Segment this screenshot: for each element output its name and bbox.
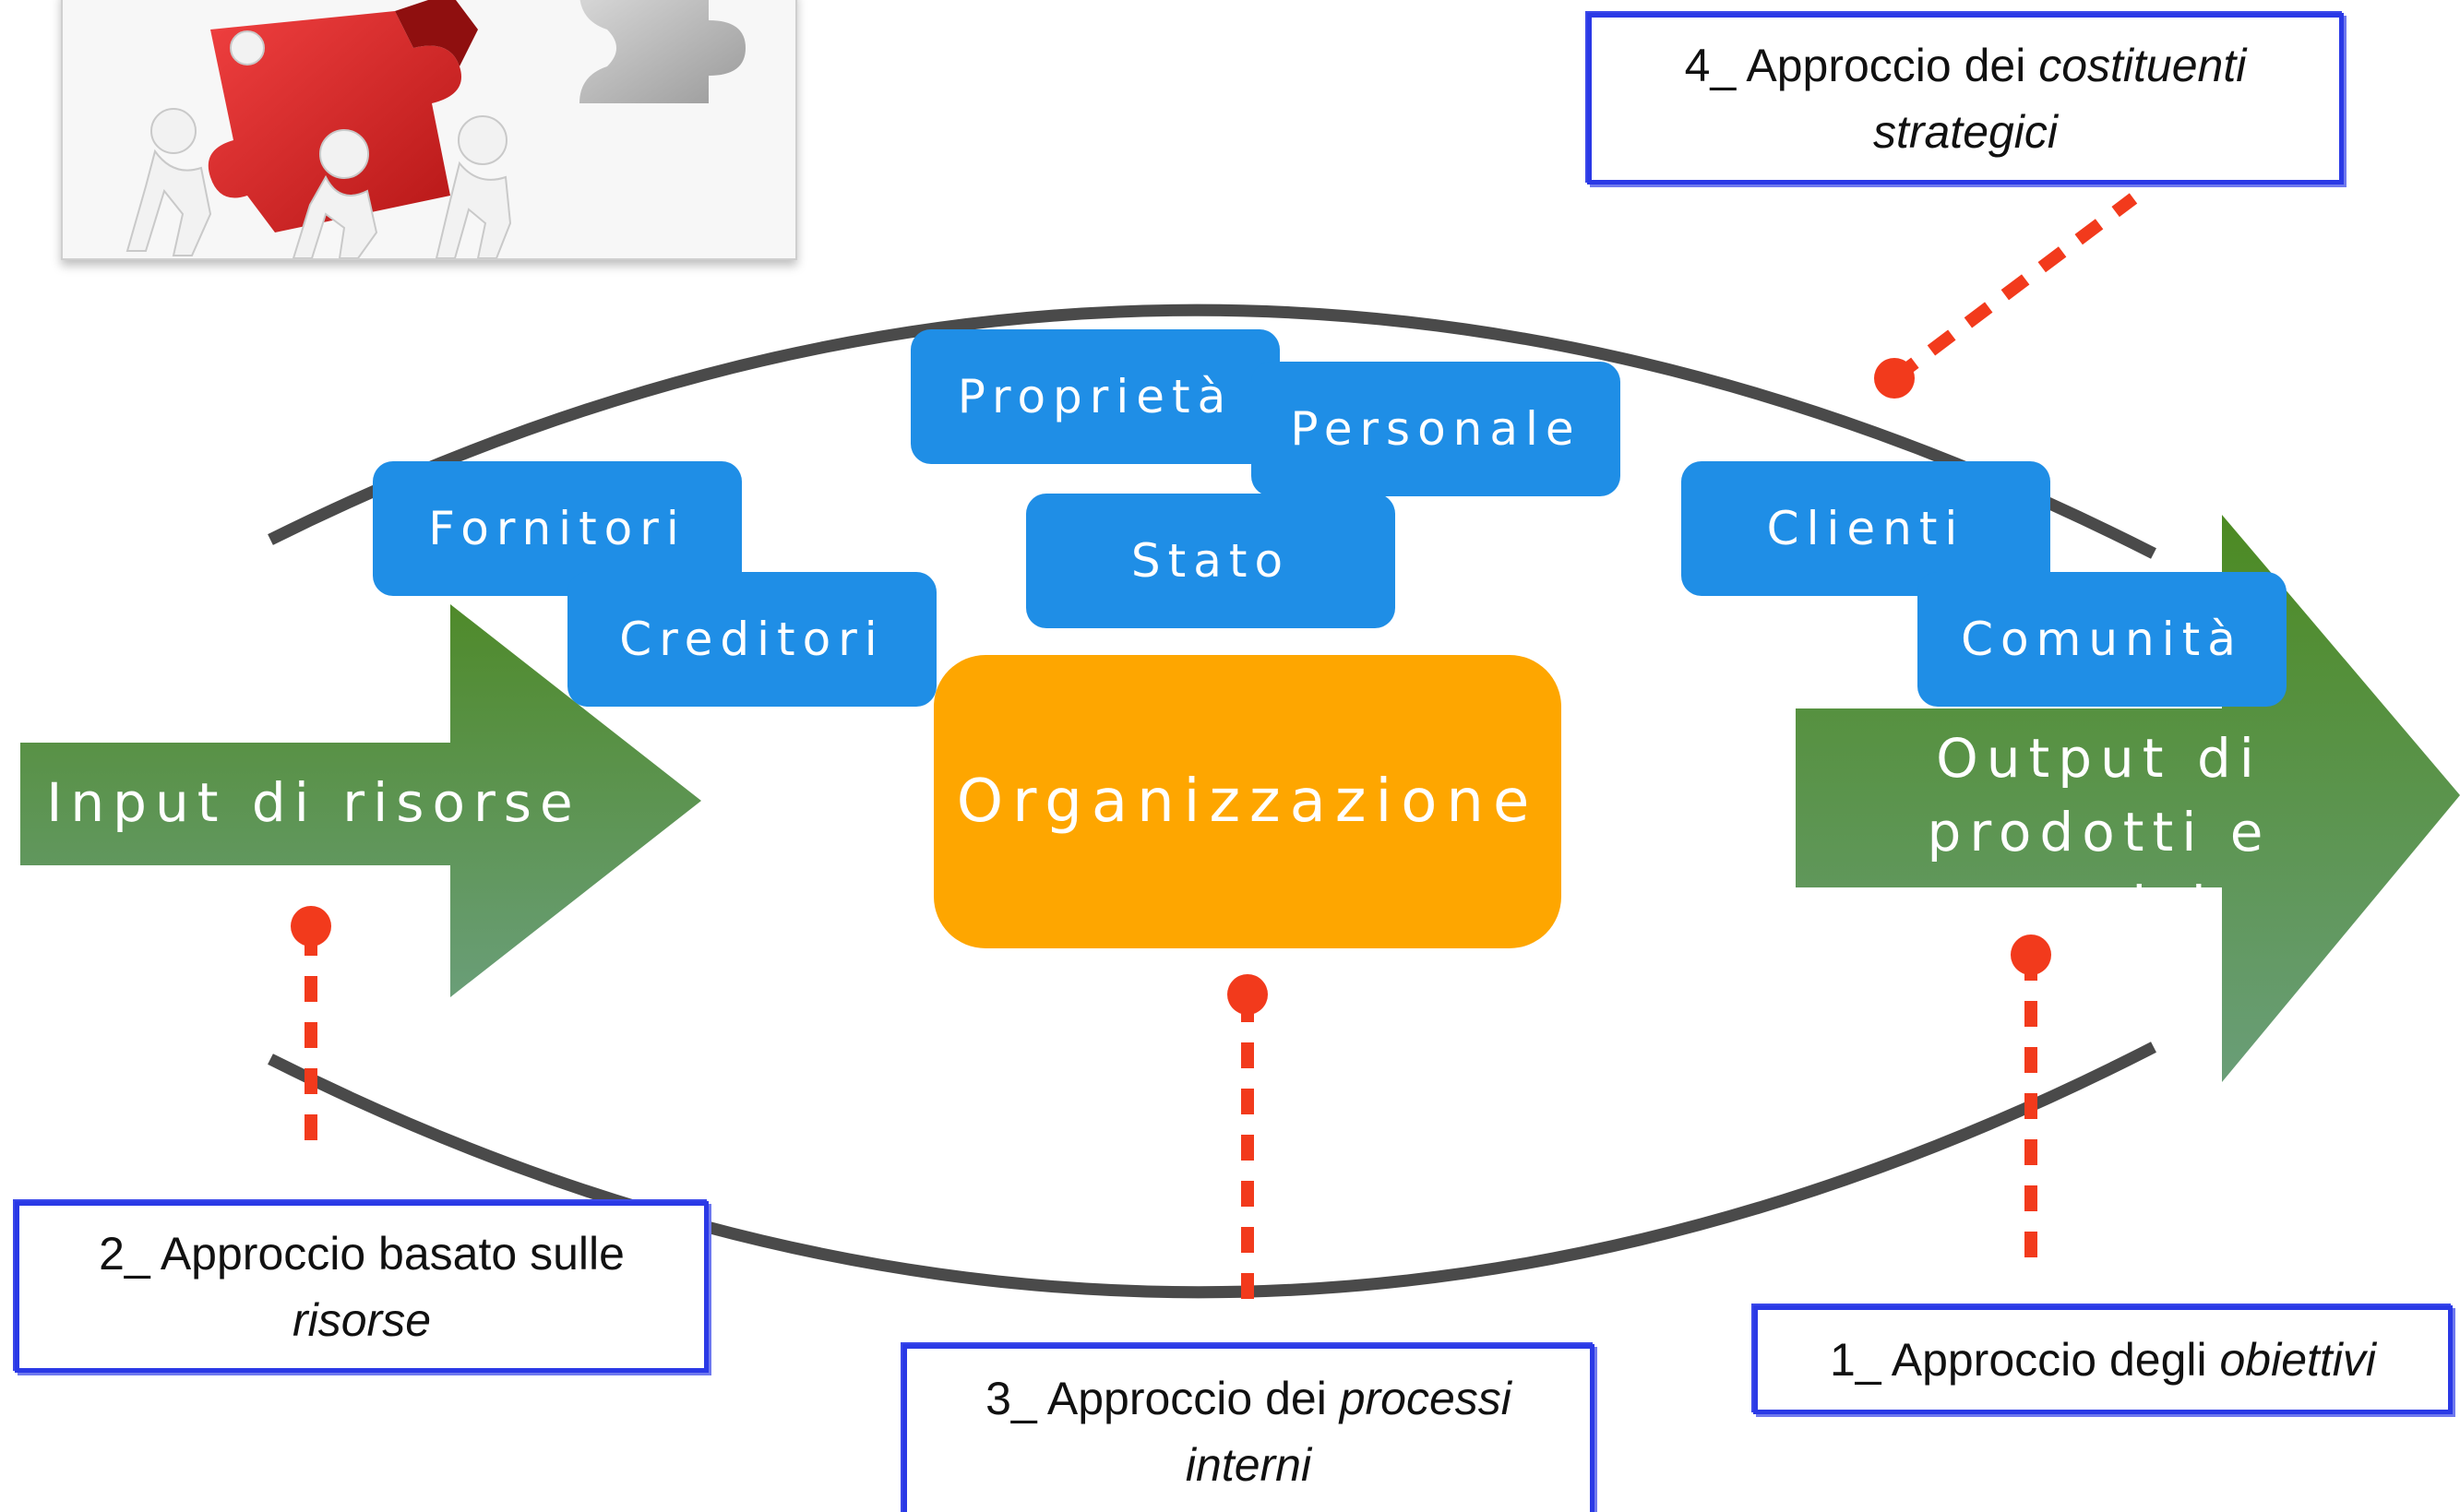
stakeholder-comunita: Comunità	[1917, 572, 2287, 707]
approach-1-emph: obiettivi	[2219, 1334, 2377, 1386]
output-arrow-line2: prodotti e servizi	[1927, 801, 2272, 937]
approach-4-emph2: strategici	[1872, 106, 2059, 158]
approach-4-line2: strategici	[1873, 99, 2058, 165]
approach-3-emph2: interni	[1185, 1439, 1312, 1491]
stakeholder-creditori: Creditori	[567, 572, 937, 707]
approach-2-line1: 2_ Approccio basato sulle	[99, 1228, 625, 1280]
approach-1-prefix: 1_ Approccio degli	[1829, 1334, 2220, 1386]
organization-label: Organizzazione	[956, 768, 1539, 836]
connector-4-dot	[1874, 358, 1915, 399]
stakeholder-stato: Stato	[1026, 494, 1395, 628]
stakeholder-comunita-label: Comunità	[1961, 613, 2243, 666]
approach-3-line2: interni	[1186, 1432, 1311, 1498]
puzzle-illustration	[61, 0, 797, 260]
connector-3-dot	[1227, 974, 1268, 1015]
connector-2-dot	[291, 906, 331, 946]
approach-3-prefix: 3_ Approccio dei	[985, 1373, 1340, 1424]
approach-3-note: 3_ Approccio dei processi interni	[902, 1344, 1594, 1512]
stakeholder-personale-label: Personale	[1290, 402, 1582, 456]
approach-4-note: 4_ Approccio dei costituenti strategici	[1587, 13, 2344, 185]
output-arrow-label: Output di prodotti e servizi	[1799, 721, 2399, 943]
input-arrow-text: Input di risorse	[46, 771, 581, 834]
approach-4-emph1: costituenti	[2038, 40, 2247, 91]
approach-3-emph1: processi	[1339, 1373, 1511, 1424]
approach-2-emph: risorse	[292, 1294, 432, 1346]
approach-3-line1: 3_ Approccio dei processi	[985, 1365, 1511, 1432]
stakeholder-proprieta-label: Proprietà	[957, 370, 1234, 423]
output-arrow-shape	[1796, 515, 2460, 1082]
approach-4-line1: 4_ Approccio dei costituenti	[1685, 32, 2247, 99]
stakeholder-stato-label: Stato	[1130, 534, 1291, 588]
approach-1-note: 1_ Approccio degli obiettivi	[1753, 1305, 2453, 1414]
connector-4	[1890, 193, 2138, 384]
stakeholder-personale: Personale	[1251, 362, 1620, 496]
approach-4-prefix: 4_ Approccio dei	[1684, 40, 2039, 91]
stakeholder-creditori-label: Creditori	[619, 613, 885, 666]
stakeholder-clienti-label: Clienti	[1766, 502, 1965, 555]
ellipse-bottom-arc	[268, 1042, 2156, 1299]
ellipse-top-arc	[268, 304, 2156, 559]
approach-2-note: 2_ Approccio basato sulle risorse	[15, 1201, 709, 1373]
output-arrow-line1: Output di	[1936, 727, 2263, 790]
stakeholder-proprieta: Proprietà	[911, 329, 1280, 464]
input-arrow-shape	[20, 604, 701, 997]
stakeholder-fornitori-label: Fornitori	[428, 502, 687, 555]
input-arrow-label: Input di risorse	[37, 766, 591, 839]
approach-1-line1: 1_ Approccio degli obiettivi	[1830, 1327, 2376, 1393]
connector-1-dot	[2011, 935, 2051, 975]
approach-2-line2: risorse	[293, 1287, 431, 1353]
organization-box: Organizzazione	[934, 655, 1561, 948]
puzzle-image	[125, 0, 746, 258]
